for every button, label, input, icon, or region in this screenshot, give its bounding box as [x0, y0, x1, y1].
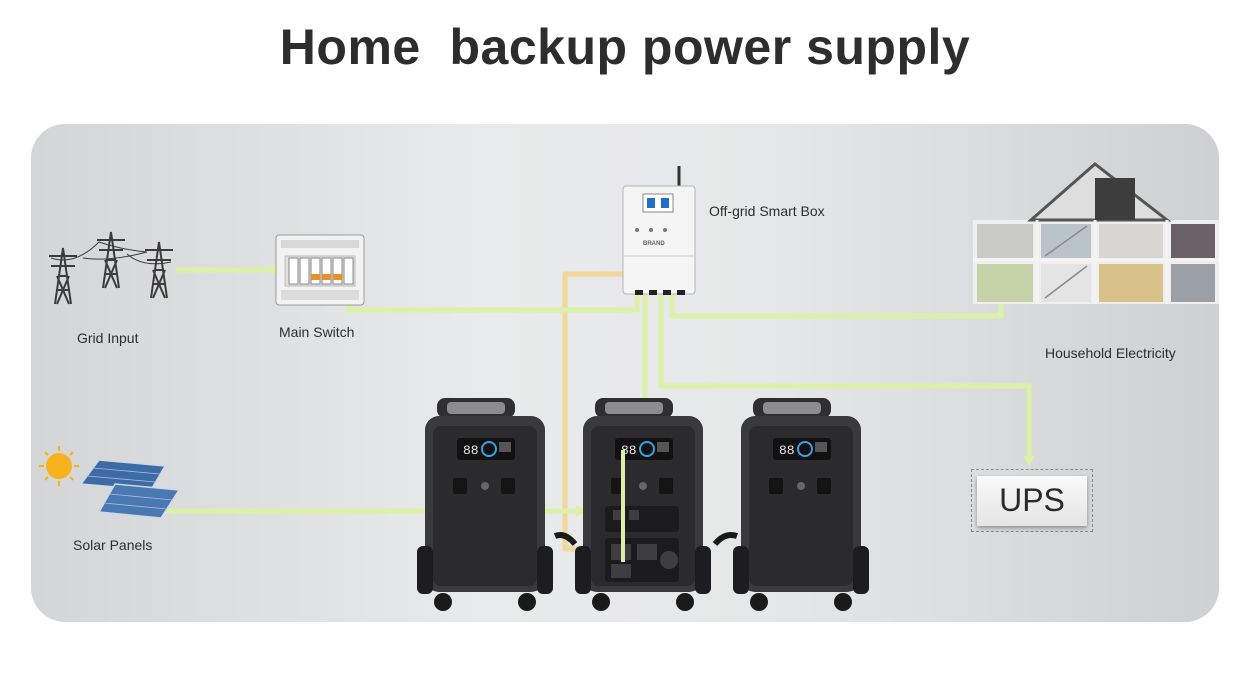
- diagram-panel: Grid Input Main Switch BRAND Off-grid Sm…: [31, 124, 1219, 622]
- smart-box: [621, 164, 705, 298]
- label-grid-input: Grid Input: [77, 330, 138, 346]
- power-tower-icon: [43, 220, 183, 310]
- power-station-center: [575, 398, 711, 611]
- wire-box-to-house: [672, 294, 1001, 316]
- solar-panel-icon: [81, 460, 179, 518]
- wire-switch-to-box: [349, 292, 637, 310]
- label-smart-box: Off-grid Smart Box: [709, 203, 825, 219]
- circuit-breaker-panel: [275, 234, 365, 306]
- label-solar: Solar Panels: [73, 537, 152, 553]
- wire-box-to-station-overlay: [621, 450, 625, 562]
- solar-array: [39, 446, 179, 522]
- smart-box-brand: BRAND: [643, 241, 665, 247]
- page-title: Home backup power supply: [0, 18, 1250, 76]
- ups-label: UPS: [977, 476, 1087, 526]
- power-station-left: [417, 398, 553, 611]
- ups-box: UPS: [971, 469, 1093, 532]
- power-station-right: [733, 398, 869, 611]
- label-main-switch: Main Switch: [279, 324, 354, 340]
- label-household: Household Electricity: [1045, 345, 1176, 361]
- sun-icon: [39, 446, 79, 486]
- house-cutaway: [971, 160, 1219, 304]
- arrow-to-ups: [1023, 456, 1035, 466]
- power-station-group: 88: [415, 396, 885, 612]
